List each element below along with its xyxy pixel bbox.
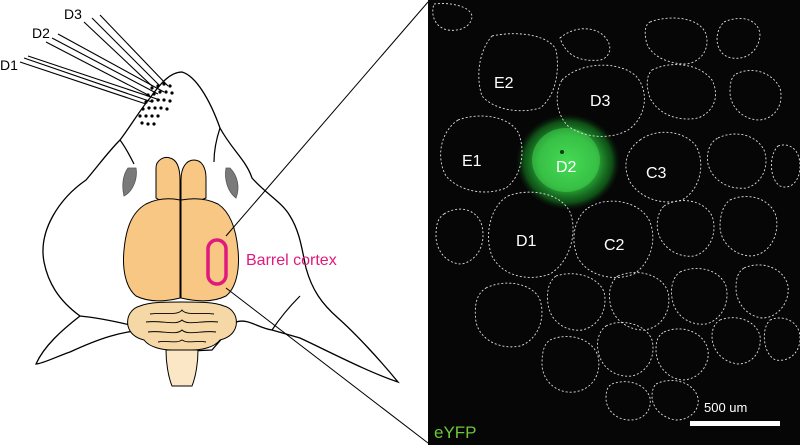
barrel-label-e1: E1 bbox=[462, 153, 482, 170]
fluorescence-panel: E2 D3 E1 D2 C3 D1 C2 eYFP 500 um bbox=[428, 0, 800, 445]
whisker-lines bbox=[19, 14, 169, 105]
barrel-outlines bbox=[432, 3, 800, 421]
right-eye bbox=[225, 167, 239, 199]
cerebral-hemisphere-left bbox=[123, 198, 181, 302]
olfactory-bulb-left bbox=[155, 157, 181, 202]
brainstem bbox=[165, 349, 199, 387]
olfactory-bulb-right bbox=[180, 159, 207, 202]
barrel-label-d1: D1 bbox=[516, 233, 537, 250]
cerebellum-folia bbox=[145, 309, 219, 343]
barrel-label-c3: C3 bbox=[646, 165, 667, 182]
barrel-label-d2: D2 bbox=[556, 159, 577, 176]
whisker-label-d3: D3 bbox=[64, 6, 82, 22]
ear-fold-right bbox=[213, 127, 221, 163]
barrel-label-e2: E2 bbox=[494, 75, 514, 92]
cheek-line-right bbox=[271, 295, 301, 331]
eyfp-expression-core bbox=[532, 128, 600, 192]
whisker-label-d1: D1 bbox=[0, 57, 18, 73]
scale-bar-label: 500 um bbox=[704, 400, 747, 415]
ear-fold-left bbox=[119, 139, 135, 165]
zoom-line-bottom bbox=[225, 287, 429, 444]
barrel-cortex-label: Barrel cortex bbox=[246, 252, 337, 269]
scale-bar bbox=[690, 421, 780, 426]
left-eye bbox=[122, 167, 137, 197]
fluorescence-background bbox=[428, 0, 800, 445]
barrel-label-c2: C2 bbox=[604, 237, 625, 254]
whisker-label-d2: D2 bbox=[32, 25, 50, 41]
zoom-line-top bbox=[225, 1, 429, 237]
barrel-label-d3: D3 bbox=[590, 93, 611, 110]
mouse-schematic: D3 D2 D1 Barrel cortex bbox=[0, 6, 400, 387]
dark-spot bbox=[560, 150, 564, 154]
eyfp-label: eYFP bbox=[434, 423, 477, 442]
barrel-cortex-marker bbox=[206, 238, 228, 286]
